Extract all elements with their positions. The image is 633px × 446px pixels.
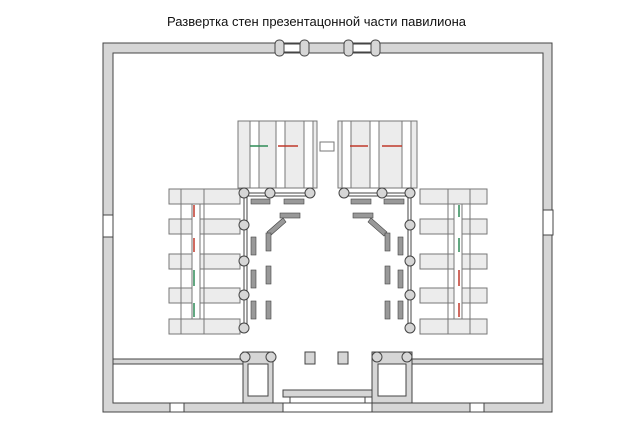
column-icon (404, 289, 416, 301)
left-panels (168, 188, 241, 335)
plan-title: Развертка стен презентацонной части пави… (166, 14, 467, 29)
column-icon (274, 39, 285, 57)
top-panels (237, 120, 418, 189)
column-icon (299, 39, 310, 57)
column-icon (238, 187, 250, 199)
column-icon (238, 219, 250, 231)
column-icon (404, 322, 416, 334)
column-icon (238, 289, 250, 301)
window-icon (102, 214, 114, 238)
columns (238, 187, 416, 334)
column-icon (338, 187, 350, 199)
door-icon (282, 402, 373, 413)
column-icon (404, 187, 416, 199)
window-icon (469, 402, 485, 413)
column-icon (264, 187, 276, 199)
column-icon (404, 255, 416, 267)
outer-wall (102, 42, 553, 413)
column-icon (376, 187, 388, 199)
inner-partitions (250, 198, 405, 320)
column-icon (370, 39, 381, 57)
column-icon (238, 322, 250, 334)
column-icon (343, 39, 354, 57)
window-icon (542, 209, 554, 236)
column-icon (238, 255, 250, 267)
right-panels (419, 188, 488, 335)
top-window-group (274, 39, 381, 57)
lower-partition (112, 351, 544, 404)
column-icon (304, 187, 316, 199)
column-icon (404, 219, 416, 231)
window-icon (169, 402, 185, 413)
